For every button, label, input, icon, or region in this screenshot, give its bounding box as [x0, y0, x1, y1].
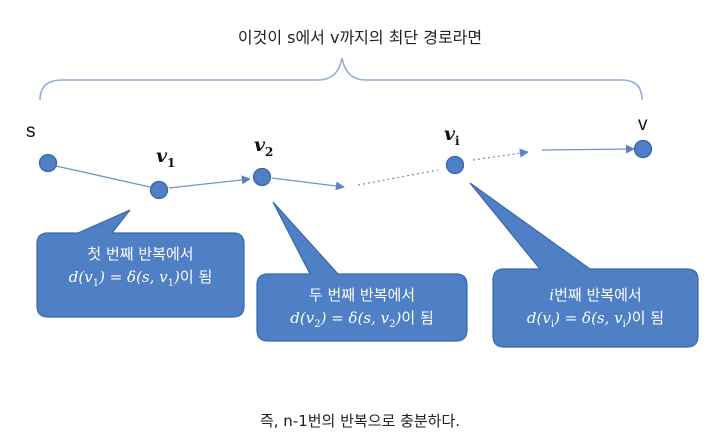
callout-2-line2: d(v2) = δ(s, v2)이 됨: [257, 307, 467, 336]
math-close: ): [625, 309, 632, 327]
callout-1-line2: d(v1) = δ(s, v1)이 됨: [37, 266, 244, 295]
callout-2-text: 두 번째 반복에서 d(v2) = δ(s, v2)이 됨: [257, 284, 467, 336]
label-base: v: [156, 145, 168, 167]
math-sub: 2: [389, 319, 396, 330]
math-close: ): [395, 309, 402, 327]
label-base: v: [444, 123, 456, 145]
math-eq-delta: ) = δ(s,: [320, 309, 381, 327]
math-v: v: [614, 309, 623, 327]
node-v2: [252, 167, 272, 187]
diagram-footer: 즉, n-1번의 반복으로 충분하다.: [259, 412, 461, 430]
math-d-open: d(: [526, 309, 543, 327]
callout-2-line1: 두 번째 반복에서: [308, 286, 416, 304]
callout-bubble-3: [469, 182, 699, 348]
node-label-s: s: [26, 121, 36, 142]
node-label-v1: v1: [156, 145, 175, 170]
callout-bubble-1: [36, 209, 245, 318]
node-v: [633, 139, 653, 159]
math-sub: i: [550, 319, 555, 330]
math-eq-delta: ) = δ(s,: [554, 309, 615, 327]
callout-bubble-2: [256, 201, 468, 342]
label-sub: 2: [265, 144, 274, 159]
math-sub: 2: [314, 319, 321, 330]
math-v: v: [380, 309, 390, 327]
math-sub: 1: [167, 278, 175, 289]
math-v: v: [159, 268, 168, 286]
edge-v2-gap: [271, 177, 345, 191]
math-eq-delta: ) = δ(s,: [99, 268, 160, 286]
callout-suffix: 이 됨: [401, 309, 434, 327]
label-base: v: [254, 134, 266, 156]
math-v: v: [84, 268, 93, 286]
edge-to-v: [541, 144, 635, 154]
math-i: i: [549, 286, 555, 304]
label-sub: 1: [167, 155, 176, 170]
diagram-title: 이것이 s에서 v까지의 최단 경로라면: [237, 28, 483, 47]
math-v: v: [305, 309, 315, 327]
node-vi: [445, 155, 465, 175]
math-d-open: d(: [68, 268, 85, 286]
math-sub: i: [622, 319, 626, 330]
callout-suffix: 이 됨: [631, 309, 665, 327]
node-v1: [149, 180, 169, 200]
edge-vi-dotted: [472, 148, 529, 161]
math-close: ): [174, 268, 180, 286]
callout-3-line2: d(vi) = δ(s, vi)이 됨: [493, 307, 698, 336]
callout-3-line1: i번째 반복에서: [493, 284, 698, 307]
edge-dotted-to-vi: [357, 169, 439, 186]
math-v: v: [542, 309, 551, 327]
math-sub: 1: [92, 278, 100, 289]
node-s: [38, 153, 58, 173]
callout-suffix: 이 됨: [179, 268, 213, 286]
edge-v1-v2: [168, 175, 251, 189]
math-d-open: d(: [290, 309, 306, 327]
node-label-v: v: [638, 114, 648, 135]
callout-1-line1: 첫 번째 반복에서: [87, 245, 194, 263]
edge-s-v1: [55, 165, 151, 188]
callout-3-text: i번째 반복에서 d(vi) = δ(s, vi)이 됨: [493, 284, 698, 336]
callout-3-line1-rest: 번째 반복에서: [554, 286, 642, 304]
node-label-v2: v2: [254, 134, 273, 159]
label-sub: i: [455, 133, 460, 148]
callout-1-text: 첫 번째 반복에서 d(v1) = δ(s, v1)이 됨: [37, 243, 244, 295]
node-label-vi: vi: [444, 123, 460, 148]
shortest-path-brace: [39, 57, 643, 101]
